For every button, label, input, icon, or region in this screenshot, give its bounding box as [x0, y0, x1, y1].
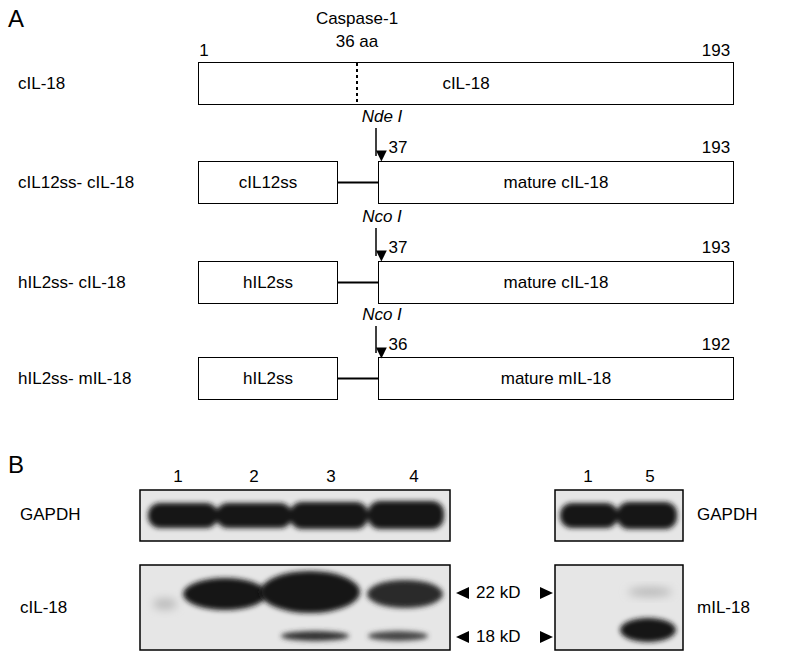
blot-gapdh-left — [140, 490, 450, 541]
annotation-label: 193 — [702, 139, 730, 158]
marker-arrowhead — [456, 587, 469, 599]
annotation-label: 1 — [583, 468, 592, 487]
linker-line — [338, 378, 378, 380]
annotation-label: 4 — [409, 468, 418, 487]
annotation-label: hIL2ss- cIL-18 — [18, 274, 126, 293]
annotation-label: 1 — [199, 42, 208, 61]
site-arrow — [375, 326, 377, 353]
linker-line — [338, 282, 378, 284]
box-label: mature cIL-18 — [504, 173, 609, 193]
annotation-label: 3 — [326, 468, 335, 487]
annotation-label: 36 — [389, 336, 408, 355]
band — [620, 618, 676, 642]
marker-arrowhead — [456, 631, 469, 643]
precursor-box: cIL-18 — [198, 62, 734, 105]
panel-letter: B — [8, 452, 24, 478]
annotation-label: hIL2ss- mIL-18 — [18, 370, 131, 389]
blot-frame — [140, 565, 450, 650]
band — [368, 631, 428, 641]
signal-peptide-box: hIL2ss — [198, 357, 338, 400]
annotation-label: Caspase-1 — [316, 10, 398, 29]
band — [216, 503, 292, 528]
annotation-label: 193 — [702, 42, 730, 61]
blot-frame — [555, 490, 683, 541]
cleavage-site — [356, 63, 358, 104]
annotation-label: 5 — [645, 468, 654, 487]
annotation-label: 37 — [389, 239, 408, 258]
site-arrow — [375, 228, 377, 256]
box-label: cIL-18 — [442, 74, 489, 94]
annotation-label: 192 — [702, 336, 730, 355]
annotation-label: 18 kD — [476, 628, 520, 647]
linker-line — [338, 182, 378, 184]
band — [148, 503, 218, 528]
annotation-label: 193 — [702, 239, 730, 258]
box-label: mature mIL-18 — [501, 369, 612, 389]
blot-gapdh-right — [555, 490, 683, 541]
band — [368, 501, 444, 529]
blot-frame — [555, 565, 683, 650]
mature-protein-box: mature cIL-18 — [378, 261, 734, 304]
box-label: mature cIL-18 — [504, 273, 609, 293]
band — [290, 502, 368, 529]
annotation-label: Nco I — [362, 306, 402, 325]
mature-protein-box: mature cIL-18 — [378, 161, 734, 204]
annotation-label: cIL12ss- cIL-18 — [18, 174, 134, 193]
band — [617, 502, 677, 529]
panel-letter: A — [8, 6, 24, 32]
blot-cil18 — [140, 565, 450, 650]
annotation-label: 2 — [249, 468, 258, 487]
blot-frame — [140, 490, 450, 541]
band — [281, 631, 349, 641]
band — [183, 578, 267, 610]
band — [367, 580, 443, 608]
annotation-label: Nde I — [362, 108, 403, 127]
band — [260, 571, 360, 613]
marker-arrowhead — [540, 631, 553, 643]
site-arrow — [375, 128, 377, 156]
annotation-label: 36 aa — [336, 33, 379, 52]
marker-arrowhead — [540, 587, 553, 599]
annotation-label: cIL-18 — [18, 75, 65, 94]
band — [628, 587, 672, 597]
annotation-label: 22 kD — [476, 584, 520, 603]
signal-peptide-box: cIL12ss — [198, 161, 338, 204]
annotation-label: GAPDH — [20, 506, 80, 525]
box-label: hIL2ss — [243, 273, 293, 293]
signal-peptide-box: hIL2ss — [198, 261, 338, 304]
blot-mil18 — [555, 565, 683, 650]
band — [153, 598, 177, 610]
annotation-label: 37 — [389, 139, 408, 158]
annotation-label: GAPDH — [697, 506, 757, 525]
annotation-label: 1 — [173, 468, 182, 487]
annotation-label: mIL-18 — [697, 599, 750, 618]
band — [560, 503, 618, 528]
box-label: cIL12ss — [239, 173, 298, 193]
box-label: hIL2ss — [243, 369, 293, 389]
annotation-label: cIL-18 — [20, 599, 67, 618]
annotation-label: Nco I — [362, 208, 402, 227]
mature-protein-box: mature mIL-18 — [378, 357, 734, 400]
